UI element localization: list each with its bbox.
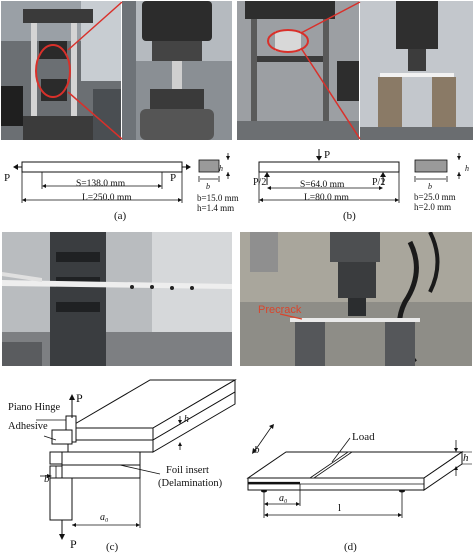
a-h-label: h bbox=[219, 164, 223, 173]
schematic-b bbox=[258, 149, 461, 203]
c-piano-hinge-label: Piano Hinge bbox=[8, 402, 61, 413]
photo-tensile-grips-closeup bbox=[122, 1, 232, 140]
a-span-label: S=138.0 mm bbox=[76, 179, 126, 189]
caption-b: (b) bbox=[343, 210, 356, 222]
callout-lines-a bbox=[67, 1, 123, 140]
d-b-label: b bbox=[254, 444, 260, 456]
a-p-right-label: P bbox=[170, 172, 177, 184]
photo-dcb-specimen bbox=[2, 232, 232, 366]
a-width-label: b=15.0 mm bbox=[197, 193, 239, 203]
photo-enf-specimen bbox=[240, 232, 472, 366]
d-h-label: h bbox=[463, 452, 469, 464]
b-span-label: S=64.0 mm bbox=[300, 180, 345, 190]
schematic-c-dcb bbox=[36, 379, 237, 540]
b-width-label: b=25.0 mm bbox=[414, 192, 456, 202]
photo-bending-fixture-closeup bbox=[360, 1, 473, 140]
a-b-label: b bbox=[206, 182, 210, 191]
b-p-half-right-label: P/2 bbox=[372, 177, 386, 188]
b-thickness-label: h=2.0 mm bbox=[414, 202, 452, 212]
c-p-top-label: P bbox=[76, 391, 83, 405]
photo-bending-machine-overview bbox=[237, 1, 359, 140]
caption-c: (c) bbox=[106, 541, 119, 553]
c-h-label: h bbox=[184, 414, 189, 425]
precrack-annotation: Precrack bbox=[258, 304, 302, 316]
c-b-label: b bbox=[44, 473, 50, 485]
schematic-a bbox=[13, 153, 230, 203]
c-p-bottom-label: P bbox=[70, 537, 77, 551]
c-foil-insert-label: Foil insert bbox=[166, 465, 209, 476]
b-p-half-left-label: P/2 bbox=[253, 177, 267, 188]
b-length-label: L=80.0 mm bbox=[304, 193, 349, 203]
c-adhesive-label: Adhesive bbox=[8, 421, 48, 432]
b-p-top-label: P bbox=[324, 149, 331, 161]
d-l-label: l bbox=[338, 502, 342, 514]
b-b-label: b bbox=[428, 182, 432, 191]
schematic-d-enf bbox=[246, 424, 472, 518]
a-p-left-label: P bbox=[4, 172, 11, 184]
c-delamination-label: (Delamination) bbox=[158, 478, 223, 489]
b-h-label: h bbox=[465, 164, 469, 173]
d-a0-label: a₀ bbox=[279, 493, 288, 504]
a-length-label: L=250.0 mm bbox=[82, 193, 132, 203]
d-load-label: Load bbox=[352, 431, 375, 443]
caption-d: (d) bbox=[344, 541, 357, 553]
a-thickness-label: h=1.4 mm bbox=[197, 203, 235, 213]
c-a0-label: a₀ bbox=[100, 512, 109, 523]
callout-lines-b bbox=[300, 1, 361, 140]
caption-a: (a) bbox=[114, 210, 127, 222]
